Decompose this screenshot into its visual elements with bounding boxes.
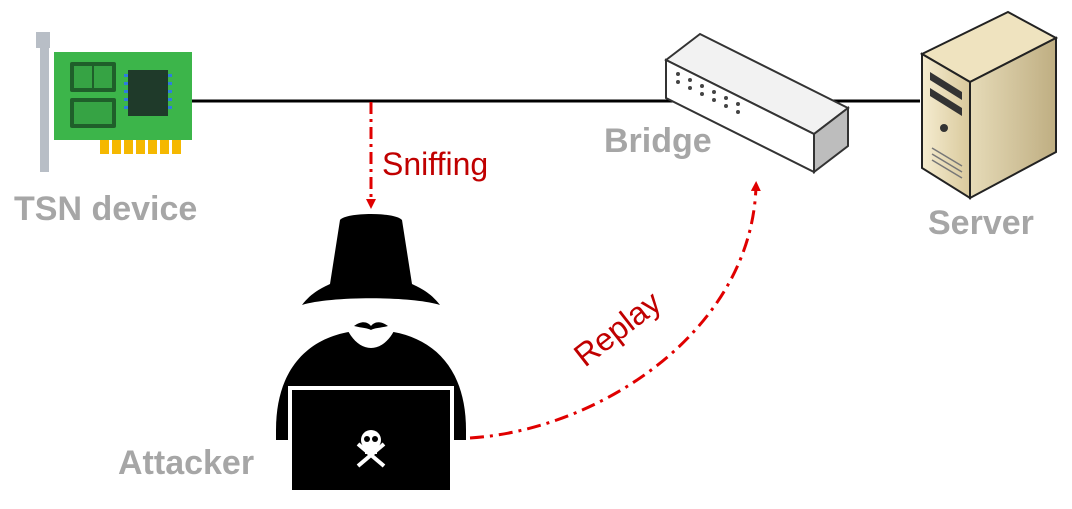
bridge-label: Bridge [604,122,712,160]
network-card-icon [36,32,192,172]
skull-crossbones-icon [356,430,386,468]
network-switch-icon [664,32,850,175]
hacker-icon [276,214,466,494]
replay-arrow [469,181,761,440]
server-label: Server [928,204,1034,242]
sniffing-label: Sniffing [382,146,489,182]
attacker-label: Attacker [118,444,255,482]
tsn-device-label: TSN device [14,190,198,228]
server-tower-icon [919,10,1059,200]
